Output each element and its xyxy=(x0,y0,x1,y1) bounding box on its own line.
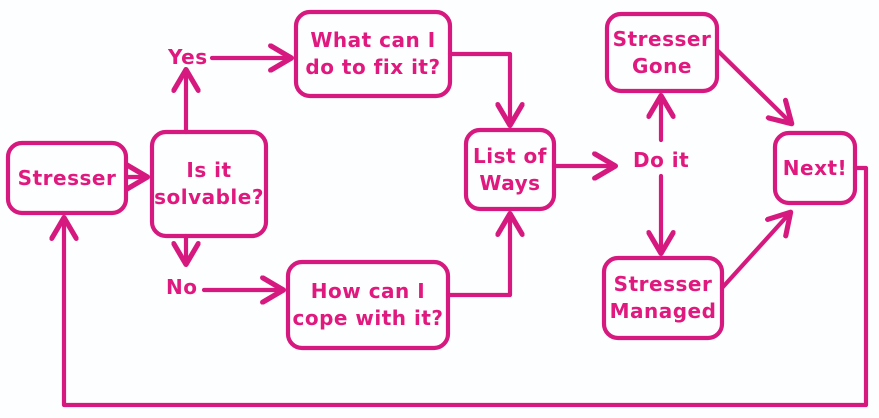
node-box-what-can-i-do[interactable] xyxy=(293,9,453,99)
edge-stresser-gone-to-next xyxy=(714,47,790,122)
edge-stresser-managed-to-next xyxy=(719,214,789,291)
node-box-how-can-i-cope[interactable] xyxy=(285,259,451,351)
edge-what-can-i-do-to-list-of-ways xyxy=(447,51,510,123)
edge-next-to-stresser-loop xyxy=(64,165,869,408)
node-box-next[interactable] xyxy=(772,130,858,206)
node-box-list-of-ways[interactable] xyxy=(463,127,557,212)
edge-how-can-i-cope-to-list-of-ways xyxy=(445,216,510,298)
node-box-stresser-gone[interactable] xyxy=(604,11,720,94)
node-box-stresser-managed[interactable] xyxy=(601,255,725,341)
node-box-stresser[interactable] xyxy=(5,140,129,216)
node-box-is-it-solvable[interactable] xyxy=(149,129,269,239)
